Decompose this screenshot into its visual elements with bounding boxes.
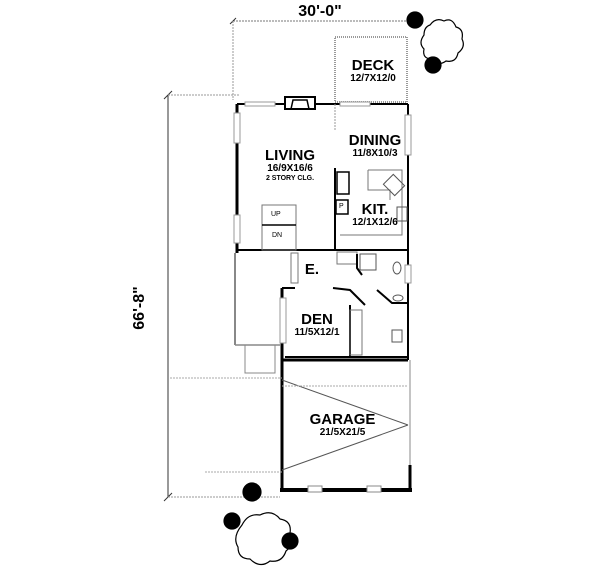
room-size: 12/7X12/0	[350, 73, 396, 84]
stairs-up-label: UP	[271, 211, 281, 218]
tree-bottom-left	[223, 482, 299, 566]
room-size: 21/5X21/5	[319, 427, 366, 438]
pantry-label: P	[339, 203, 344, 210]
room-size: 16/9X16/6	[267, 163, 313, 174]
room-name: DEN	[301, 311, 333, 328]
room-name: GARAGE	[309, 411, 376, 428]
width-dimension: 30'-0"	[298, 3, 342, 20]
dimension-lines	[163, 17, 412, 502]
windows	[233, 101, 412, 344]
room-garage: GARAGE 21/5X21/5	[300, 412, 385, 438]
room-name: LIVING	[264, 147, 315, 164]
deck	[334, 36, 408, 103]
room-size: 11/8X10/3	[352, 148, 398, 159]
room-deck: DECK 12/7X12/0	[340, 58, 406, 84]
room-dining: DINING 11/8X10/3	[340, 133, 410, 159]
room-kitchen: KIT. 12/1X12/6	[345, 202, 405, 228]
room-living: LIVING 16/9X16/6 2 STORY CLG.	[250, 148, 330, 182]
room-size: 12/1X12/6	[352, 217, 398, 228]
room-note: 2 STORY CLG.	[265, 175, 315, 182]
depth-dimension: 66'-8"	[131, 286, 148, 330]
tree-top-right	[406, 11, 464, 74]
stairs-down-label: DN	[272, 232, 283, 239]
room-name: KIT.	[361, 201, 389, 218]
room-name: DINING	[348, 132, 402, 149]
room-name: DECK	[351, 57, 395, 74]
room-den: DEN 11/5X12/1	[287, 312, 347, 338]
room-size: 11/5X12/1	[294, 327, 340, 338]
room-entry: E.	[304, 261, 320, 278]
